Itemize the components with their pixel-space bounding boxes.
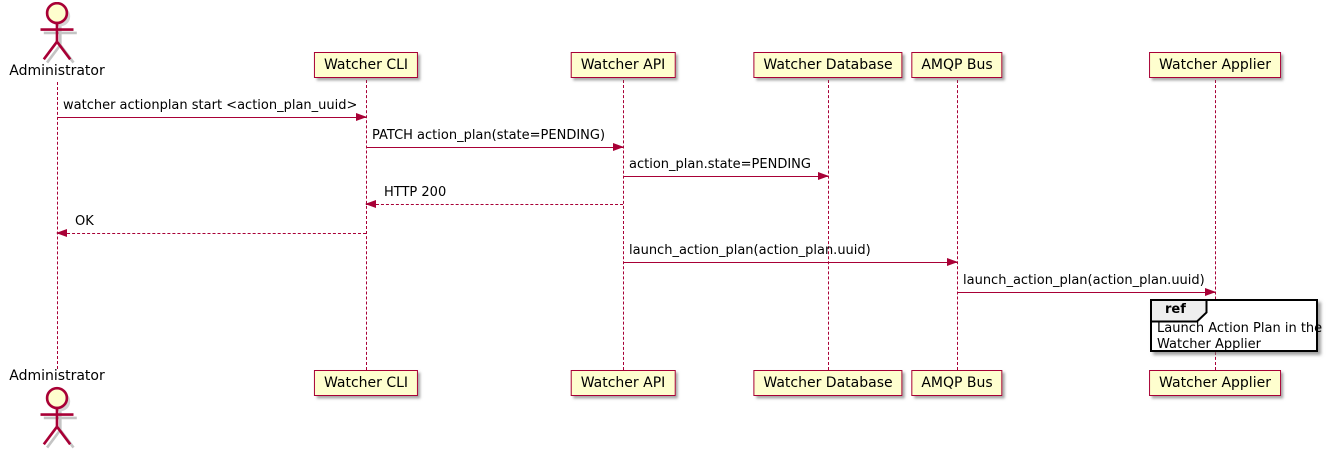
arrowhead-icon [1205, 288, 1216, 296]
message-line [623, 262, 957, 263]
lifeline-watcher-cli [365, 80, 367, 370]
participant-watcher-api-top: Watcher API [570, 52, 676, 78]
participant-watcher-applier-bottom: Watcher Applier [1149, 370, 1281, 396]
lifeline-amqp-bus [956, 80, 958, 370]
arrowhead-icon [365, 200, 376, 208]
participant-watcher-cli-bottom: Watcher CLI [313, 370, 419, 396]
message-line [57, 117, 366, 118]
actor-icon [40, 386, 77, 449]
arrowhead-icon [56, 229, 67, 237]
message-line [957, 292, 1215, 293]
message-line [366, 204, 623, 205]
lifeline-administrator [56, 82, 58, 369]
message-label: HTTP 200 [384, 185, 447, 200]
message-label: PATCH action_plan(state=PENDING) [372, 128, 606, 143]
ref-keyword: ref [1165, 302, 1186, 317]
ref-fragment: ref Launch Action Plan in the Watcher Ap… [1150, 299, 1322, 352]
arrowhead-icon [818, 172, 829, 180]
actor-label-top: Administrator [9, 63, 105, 79]
ref-text-line2: Watcher Applier [1157, 336, 1261, 352]
lifeline-watcher-applier [1214, 80, 1216, 370]
arrowhead-icon [947, 258, 958, 266]
ref-text-line1: Launch Action Plan in the [1157, 321, 1323, 336]
lifeline-watcher-api [622, 80, 624, 370]
message-label: launch_action_plan(action_plan.uuid) [629, 243, 871, 258]
message-label: OK [75, 214, 94, 229]
message-line [57, 233, 366, 234]
actor-label-bottom: Administrator [9, 368, 105, 384]
message-line [623, 176, 828, 177]
participant-watcher-cli-top: Watcher CLI [313, 52, 419, 78]
actor-icon [40, 2, 77, 64]
participant-watcher-database-bottom: Watcher Database [753, 370, 903, 396]
message-label: watcher actionplan start <action_plan_uu… [63, 98, 358, 113]
participant-watcher-database-top: Watcher Database [753, 52, 903, 78]
arrowhead-icon [356, 113, 367, 121]
message-line [366, 147, 623, 148]
ref-text: Launch Action Plan in the Watcher Applie… [1157, 321, 1322, 352]
participant-amqp-bus-top: AMQP Bus [911, 52, 1003, 78]
lifeline-watcher-database [827, 80, 829, 370]
participant-watcher-applier-top: Watcher Applier [1149, 52, 1281, 78]
arrowhead-icon [613, 143, 624, 151]
participant-watcher-api-bottom: Watcher API [570, 370, 676, 396]
message-label: launch_action_plan(action_plan.uuid) [963, 273, 1205, 288]
message-label: action_plan.state=PENDING [629, 157, 811, 172]
participant-amqp-bus-bottom: AMQP Bus [911, 370, 1003, 396]
ref-tab-icon [1150, 299, 1208, 323]
